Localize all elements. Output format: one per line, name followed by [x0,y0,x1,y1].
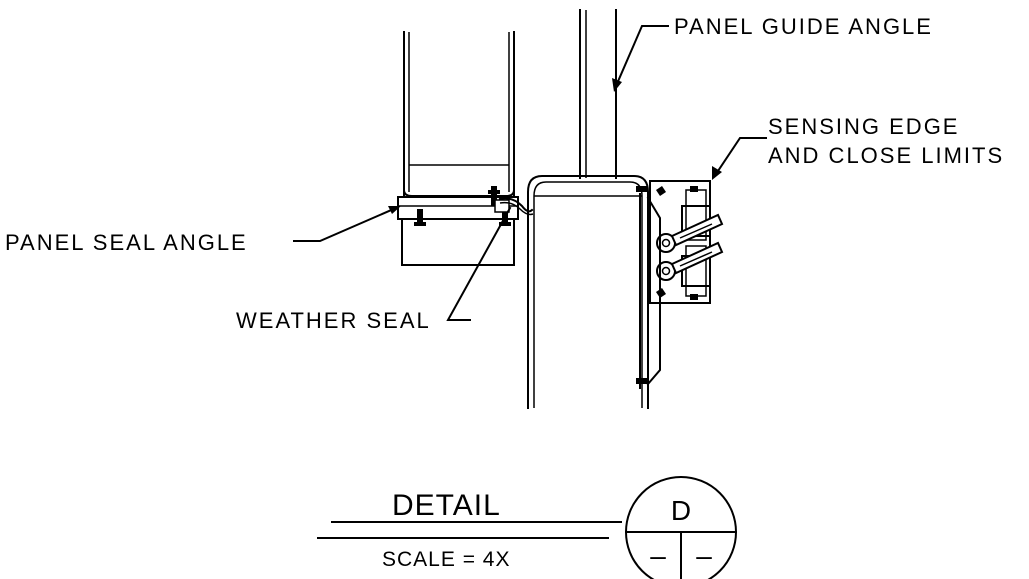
detail-scale: SCALE = 4X [382,548,510,571]
panel-guide-angle-label: PANEL GUIDE ANGLE [674,14,933,39]
leader-lines [293,25,767,321]
weather-seal-part [498,197,534,216]
detail-mark-letter: D [671,495,691,526]
guide-housing [527,175,661,409]
limit-switch-assembly [649,180,724,304]
sheet-ref-right: – [696,540,712,571]
panel-seal-angle-label: PANEL SEAL ANGLE [5,230,248,255]
detail-title-block: DETAIL SCALE = 4X D – – [317,476,737,579]
panel-channel [402,31,516,197]
sheet-ref-left: – [650,540,666,571]
weather-seal-label: WEATHER SEAL [236,308,431,333]
sensing-edge-label-line1: SENSING EDGE [768,114,959,139]
panel-guide-angle-part [579,9,617,179]
detail-title: DETAIL [392,489,501,522]
sensing-edge-label-line2: AND CLOSE LIMITS [768,143,1004,168]
